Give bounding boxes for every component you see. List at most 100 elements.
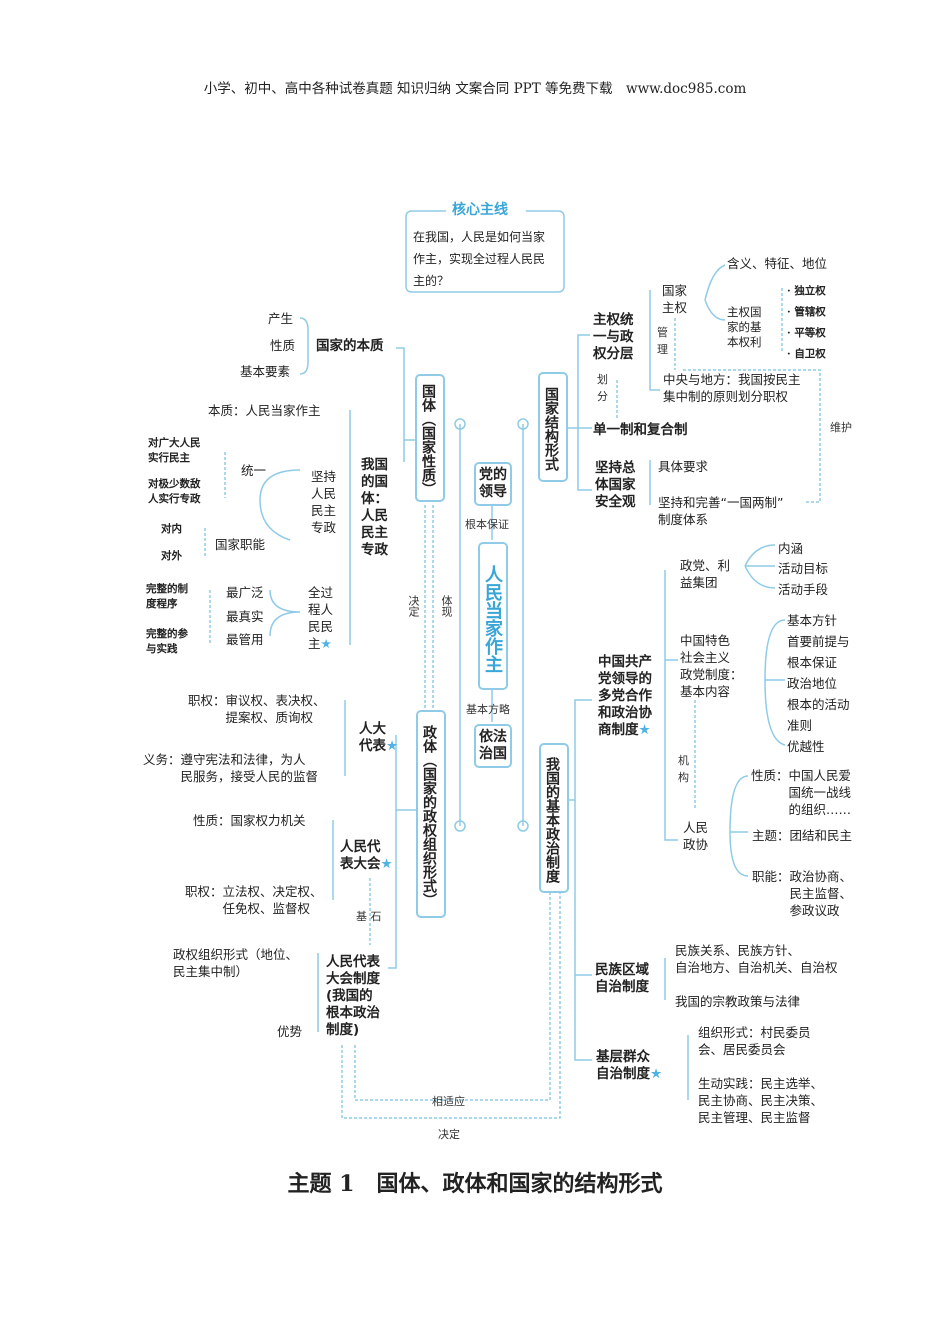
grassroots-label: 基层群众 自治制度 [596, 1049, 650, 1082]
congress-label: 人民代 表大会 [340, 839, 381, 872]
cppcc-nature: 性质：中国人民爱 国统一战线 的组织…… [751, 768, 852, 817]
elements: 基本要素 [240, 364, 291, 379]
core-title: 核心主线 [452, 202, 508, 218]
deputies-powers: 职权：审议权、表决权、 提案权、质询权 [188, 693, 326, 725]
star-icon: ★ [638, 722, 651, 738]
one-country-two-systems: 坚持和完善“一国两制” 制度体系 [658, 495, 784, 527]
complete-practice: 完整的参 与实践 [146, 628, 188, 655]
manage-label: 管 理 [657, 326, 668, 356]
right-label: 自卫权 [794, 348, 826, 360]
people-masters-box: 人民当家作主 [478, 542, 508, 690]
party-item: 根本保证 [787, 655, 838, 670]
parties-item: 活动手段 [778, 582, 829, 597]
party-item: 根本的活动 [787, 697, 850, 712]
guoti-box: 国体（国家性质） [415, 374, 445, 502]
guarantee-label: 根本保证 [465, 518, 509, 531]
unitary-composite: 单一制和复合制 [593, 422, 688, 438]
widest: 最广泛 [226, 585, 264, 600]
central-local: 中央与地方：我国按民主 集中制的原则划分职权 [663, 372, 801, 404]
sovereignty: 国家 主权 [662, 283, 688, 315]
unity: 统一 [241, 463, 267, 478]
basic-rights: 主权国 家的基 本权利 [727, 305, 762, 349]
right-label: 管辖权 [794, 306, 826, 318]
most-effective: 最管用 [226, 632, 264, 647]
institution-label: 机 构 [678, 754, 689, 784]
grassroots-item: 生动实践：民主选举、 民主协商、民主决策、 民主管理、民主监督 [698, 1076, 824, 1125]
deputies-label: 人大 代表 [359, 721, 386, 754]
state-functions: 国家职能 [215, 537, 266, 552]
parties-groups: 政党、利 益集团 [680, 558, 731, 590]
essence-of-state: 国家的本质 [316, 338, 384, 354]
congress-nature: 性质：国家权力机关 [193, 813, 306, 828]
decide-label: 决定 [438, 1128, 460, 1141]
parties-item: 内涵 [778, 541, 804, 556]
party-item: 首要前提与 [787, 634, 850, 649]
essence: 本质：人民当家作主 [208, 403, 321, 418]
deputies: 人大 代表★ [359, 721, 398, 755]
ethnic-item: 我国的宗教政策与法律 [675, 994, 801, 1009]
divide-label: 划 分 [597, 373, 608, 403]
party-item: 政治地位 [787, 676, 838, 691]
zhengti-box: 政体（国家的政权组织形式） [416, 710, 446, 918]
nature: 性质 [270, 338, 296, 353]
star-icon: ★ [320, 636, 332, 651]
star-icon: ★ [650, 1066, 663, 1082]
cppcc: 人民 政协 [683, 820, 709, 852]
ethnic-item: 民族关系、民族方针、 自治地方、自治机关、自治权 [675, 943, 838, 975]
requirements: 具体要求 [658, 459, 709, 474]
external: 对外 [161, 550, 182, 562]
ethnic-autonomy: 民族区域 自治制度 [595, 962, 649, 995]
dictatorship-enemy: 对极少数敌 人实行专政 [148, 478, 201, 505]
advantage: 优势 [277, 1024, 303, 1039]
party-leadership-box: 党的领导 [474, 462, 512, 506]
meaning: 含义、特征、地位 [727, 256, 828, 271]
parties-item: 活动目标 [778, 561, 829, 576]
cpc-multiparty-system: 中国共产 党领导的 多党合作 和政治协 商制度★ [598, 654, 652, 739]
origin: 产生 [268, 311, 294, 326]
right-independence: · 独立权 [787, 285, 826, 297]
right-equality: · 平等权 [787, 327, 826, 339]
adapt-label: 相适应 [432, 1095, 465, 1108]
right-self-defense: · 自卫权 [787, 348, 826, 360]
party-item: 优越性 [787, 739, 825, 754]
right-jurisdiction: · 管辖权 [787, 306, 826, 318]
structure-box: 国家结构形式 [538, 372, 568, 482]
party-item: 基本方针 [787, 613, 838, 628]
our-guoti: 我国 的国 体： 人民 民主 专政 [361, 457, 388, 558]
congress-system: 人民代表 大会制度 (我国的 根本政治 制度) [326, 954, 380, 1038]
page-header: 小学、初中、高中各种试卷真题 知识归纳 文案合同 PPT 等免费下载 www.d… [203, 81, 747, 97]
party-item: 准则 [787, 718, 813, 733]
strategy-label: 基本方略 [466, 703, 510, 716]
right-label: 平等权 [794, 327, 826, 339]
whole-process-democracy: 全过 程人 民民 主★ [308, 584, 333, 652]
grassroots-item: 组织形式：村民委员 会、居民委员会 [698, 1025, 811, 1057]
rule-of-law-box: 依法治国 [474, 724, 512, 768]
deputies-duties: 义务：遵守宪法和法律，为人 民服务，接受人民的监督 [143, 752, 319, 784]
cornerstone-label: 基 石 [356, 910, 382, 923]
truest: 最真实 [226, 609, 264, 624]
congress-powers: 职权：立法权、决定权、 任免权、监督权 [185, 884, 323, 916]
adhere-dictatorship: 坚持 人民 民主 专政 [311, 469, 337, 535]
party-system: 中国特色 社会主义 政党制度： 基本内容 [680, 633, 743, 699]
star-icon: ★ [386, 738, 399, 754]
complete-procedure: 完整的制 度程序 [146, 583, 188, 610]
decides-label: 决定 [407, 595, 420, 617]
grassroots-autonomy: 基层群众 自治制度★ [596, 1049, 662, 1083]
cpc-system-label: 中国共产 党领导的 多党合作 和政治协 商制度 [598, 654, 652, 738]
congress: 人民代 表大会★ [340, 839, 393, 873]
system-form: 政权组织形式（地位、 民主集中制） [173, 947, 299, 979]
democracy-people: 对广大人民 实行民主 [148, 437, 201, 464]
cppcc-function: 职能：政治协商、 民主监督、 参政议政 [752, 869, 853, 918]
internal: 对内 [161, 523, 182, 535]
whole-process-label: 全过 程人 民民 主 [308, 585, 334, 651]
maintain-label: 维护 [830, 421, 852, 434]
political-system-box: 我国的基本政治制度 [539, 743, 569, 893]
page-title: 主题 1 国体、政体和国家的结构形式 [287, 1171, 663, 1197]
security-concept: 坚持总 体国家 安全观 [595, 460, 636, 510]
sovereignty-unity: 主权统 一与政 权分层 [593, 312, 634, 362]
core-question: 在我国，人民是如何当家 作主，实现全过程人民民 主的？ [413, 230, 546, 288]
star-icon: ★ [380, 856, 393, 872]
embodies-label: 体现 [440, 595, 453, 617]
cppcc-theme: 主题：团结和民主 [752, 828, 853, 843]
right-label: 独立权 [794, 285, 826, 297]
